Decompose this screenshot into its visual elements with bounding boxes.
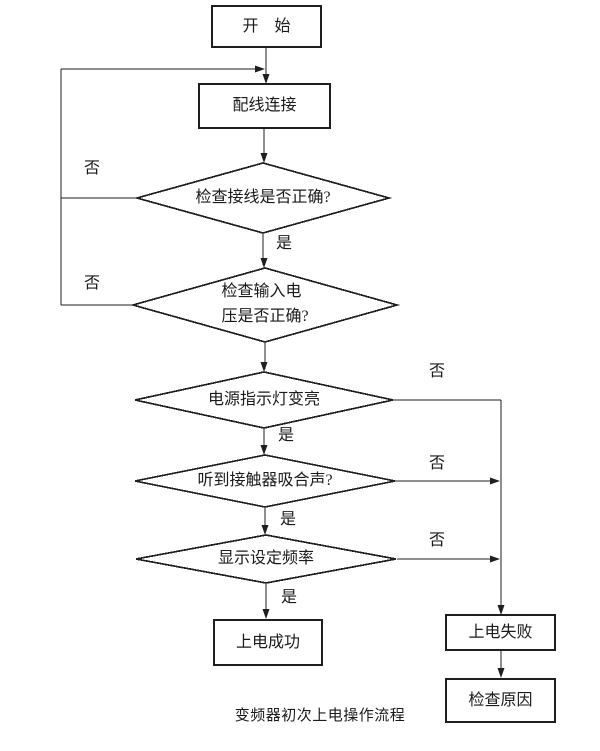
node-failure: 上电失败 (445, 614, 556, 651)
edge-label-check-voltage-no: 否 (84, 275, 101, 292)
node-success-label: 上电成功 (235, 633, 300, 651)
arrowhead-into-checkvoltage (260, 258, 268, 268)
contactor-diamond (134, 454, 396, 508)
check-wiring-diamond (133, 162, 393, 234)
arrowhead-contactor-no-join (490, 477, 500, 485)
node-wiring: 配线连接 (198, 83, 331, 129)
arrowhead-into-powerled (260, 362, 268, 372)
arrowhead-frequency-no-join (490, 555, 500, 563)
node-cause-label: 检查原因 (468, 691, 533, 709)
arrowhead-into-wiring (262, 74, 270, 84)
edge-label-power-led-yes: 是 (278, 427, 295, 444)
edge-label-frequency-no: 否 (429, 532, 446, 549)
arrowhead-into-failure (497, 605, 505, 615)
node-success: 上电成功 (213, 619, 323, 666)
check-voltage-diamond (129, 267, 401, 343)
arrowhead-into-frequency (261, 525, 269, 535)
frequency-diamond (135, 534, 397, 584)
arrowhead-into-checkwiring (260, 153, 268, 163)
node-failure-label: 上电失败 (468, 623, 533, 641)
edge-label-check-wiring-yes: 是 (276, 235, 293, 252)
edge-label-contactor-no: 否 (429, 455, 446, 472)
edge-label-power-led-no: 否 (429, 363, 446, 380)
arrowhead-into-cause (497, 668, 505, 678)
edge-label-check-wiring-no: 否 (84, 160, 101, 177)
arrowhead-into-contactor (260, 445, 268, 455)
arrowhead-into-success (262, 609, 270, 619)
flowchart-caption: 变频器初次上电操作流程 (234, 708, 406, 724)
node-start-label: 开 始 (242, 17, 291, 35)
node-start: 开 始 (211, 5, 322, 48)
node-wiring-label: 配线连接 (232, 97, 297, 115)
edge-label-contactor-yes: 是 (280, 511, 297, 528)
edge-label-frequency-yes: 是 (281, 589, 298, 606)
power-led-diamond (134, 371, 394, 429)
node-cause: 检查原因 (445, 678, 556, 723)
arrowhead-feedback-join (255, 65, 265, 73)
